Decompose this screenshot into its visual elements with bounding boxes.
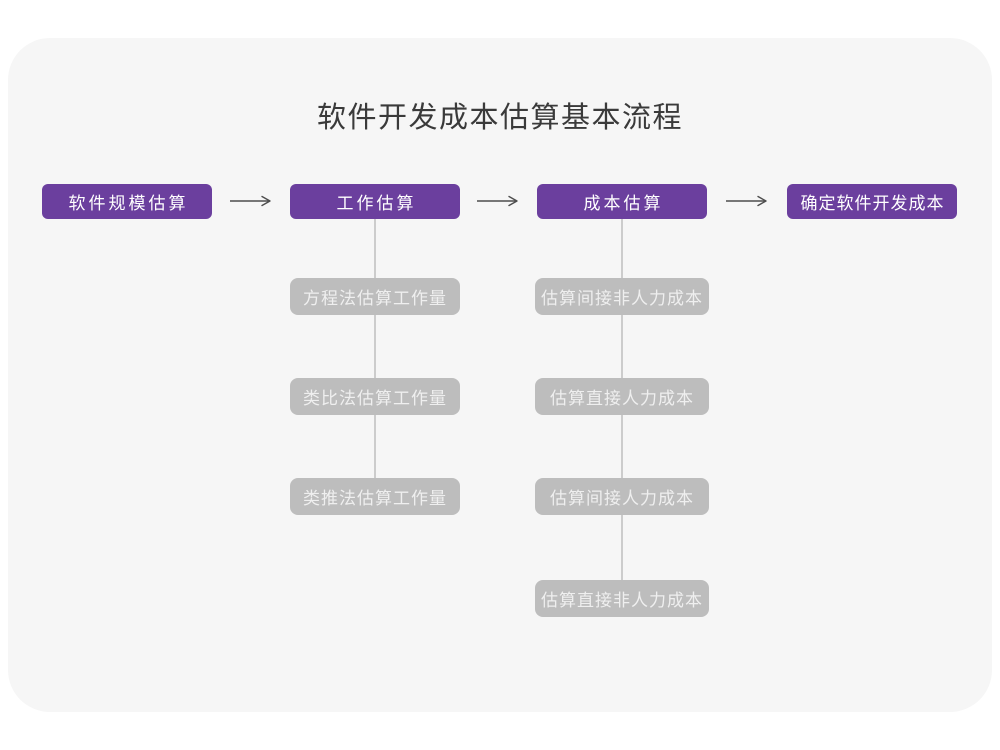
stage-cost-estimation: 成本估算	[537, 184, 707, 219]
substep-analogy-method-workload: 类比法估算工作量	[290, 378, 460, 415]
connector-line-work-estimation	[374, 219, 376, 496]
stage-determine-development-cost: 确定软件开发成本	[787, 184, 957, 219]
substep-indirect-nonlabor-cost: 估算间接非人力成本	[535, 278, 709, 315]
substep-direct-nonlabor-cost: 估算直接非人力成本	[535, 580, 709, 617]
substep-extrapolation-method-workload: 类推法估算工作量	[290, 478, 460, 515]
flowchart-card: 软件开发成本估算基本流程 软件规模估算 工作估算 成本估算 确定软件开发成本 方…	[8, 38, 992, 712]
substep-direct-labor-cost: 估算直接人力成本	[535, 378, 709, 415]
arrow-right-icon	[477, 195, 518, 207]
arrow-right-icon	[230, 195, 271, 207]
page-title: 软件开发成本估算基本流程	[316, 102, 683, 134]
substep-indirect-labor-cost: 估算间接人力成本	[535, 478, 709, 515]
stage-work-estimation: 工作估算	[290, 184, 460, 219]
stage-software-scale-estimation: 软件规模估算	[42, 184, 212, 219]
arrow-right-icon	[726, 195, 767, 207]
substep-equation-method-workload: 方程法估算工作量	[290, 278, 460, 315]
